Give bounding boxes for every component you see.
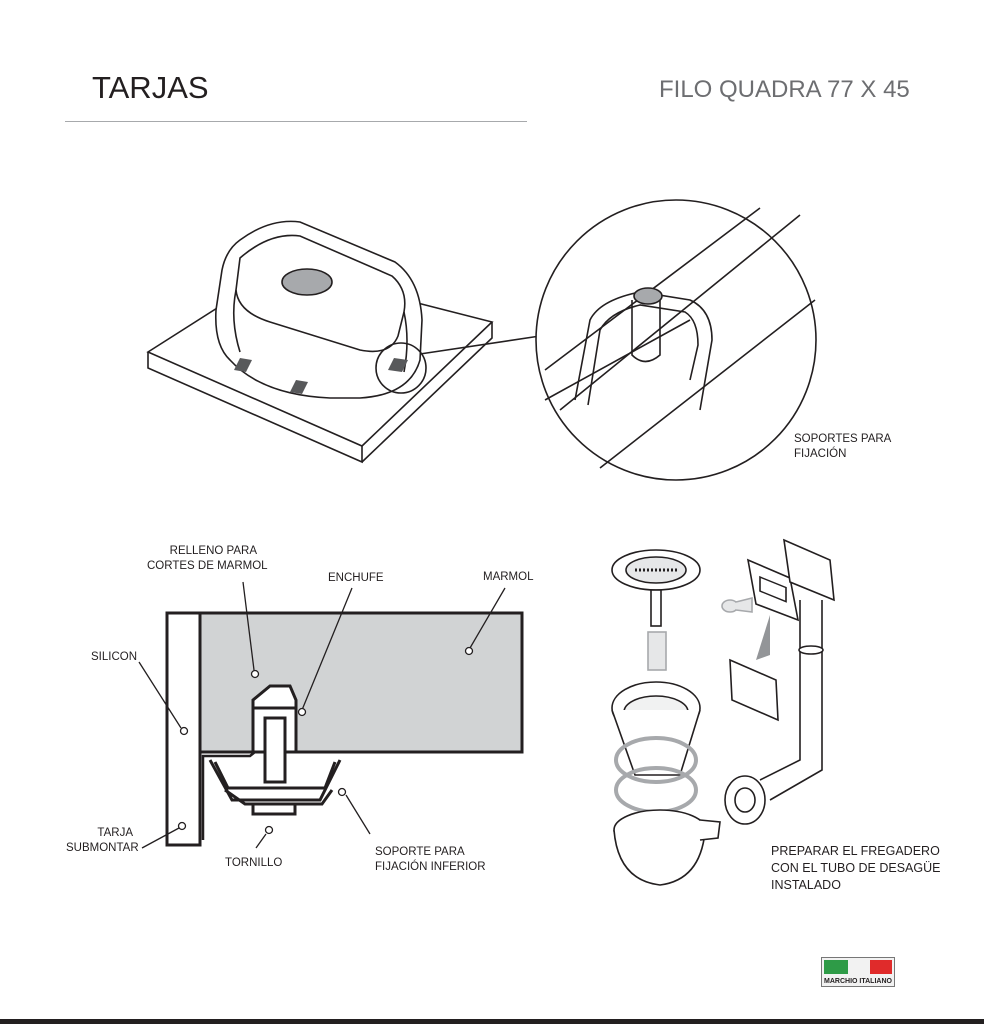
label-tornillo: TORNILLO — [225, 857, 283, 869]
sink-wall — [165, 611, 202, 847]
flag-red — [870, 960, 892, 974]
caption-line: PREPARAR EL FREGADERO — [771, 844, 940, 858]
label-line: SOPORTES PARA — [794, 433, 892, 445]
drain-caption: PREPARAR EL FREGADERO CON EL TUBO DE DES… — [771, 843, 940, 894]
badge-text: MARCHIO ITALIANO — [824, 978, 892, 985]
label-relleno: RELLENO PARA — [169, 544, 257, 559]
overflow-assembly — [721, 538, 835, 825]
silicon-fill — [201, 751, 256, 840]
label-soporte-inferior: SOPORTE PARA FIJACIÓN INFERIOR — [375, 845, 486, 875]
label-soportes-fijacion: SOPORTES PARA FIJACIÓN — [794, 432, 891, 462]
zoom-indicator-circle — [375, 342, 427, 394]
label-line: TARJA — [97, 827, 133, 839]
leader-lines — [138, 581, 506, 849]
header-divider — [65, 121, 527, 122]
label-line: SUBMONTAR — [66, 842, 139, 854]
label-line: SOPORTE PARA — [375, 846, 465, 858]
marchio-italiano-badge: MARCHIO ITALIANO — [821, 957, 895, 987]
strainer-basket — [611, 549, 701, 671]
zoom-detail-circle — [535, 199, 817, 481]
sink-bowl — [214, 220, 423, 399]
plug-anchor — [251, 684, 298, 784]
flag-green — [824, 960, 848, 974]
zoom-leader-line — [419, 335, 541, 355]
page-title: TARJAS — [92, 70, 209, 105]
label-marmol: MARMOL — [483, 571, 534, 583]
label-silicon: SILICON — [91, 651, 138, 663]
lower-bracket — [208, 759, 342, 816]
label-relleno-2: CORTES DE MARMOL — [147, 559, 268, 574]
label-tarja: TARJA SUBMONTAR — [66, 826, 139, 856]
footer-bar — [0, 1019, 984, 1024]
caption-line: INSTALADO — [771, 878, 841, 892]
drain-body — [611, 681, 721, 886]
label-line: CORTES DE MARMOL — [147, 560, 268, 572]
label-enchufe: ENCHUFE — [328, 572, 384, 584]
caption-line: CON EL TUBO DE DESAGÜE — [771, 861, 941, 875]
label-line: FIJACIÓN — [794, 448, 847, 460]
label-line: FIJACIÓN INFERIOR — [375, 861, 486, 873]
label-line: RELLENO PARA — [169, 545, 257, 557]
model-name: FILO QUADRA 77 X 45 — [659, 76, 910, 103]
